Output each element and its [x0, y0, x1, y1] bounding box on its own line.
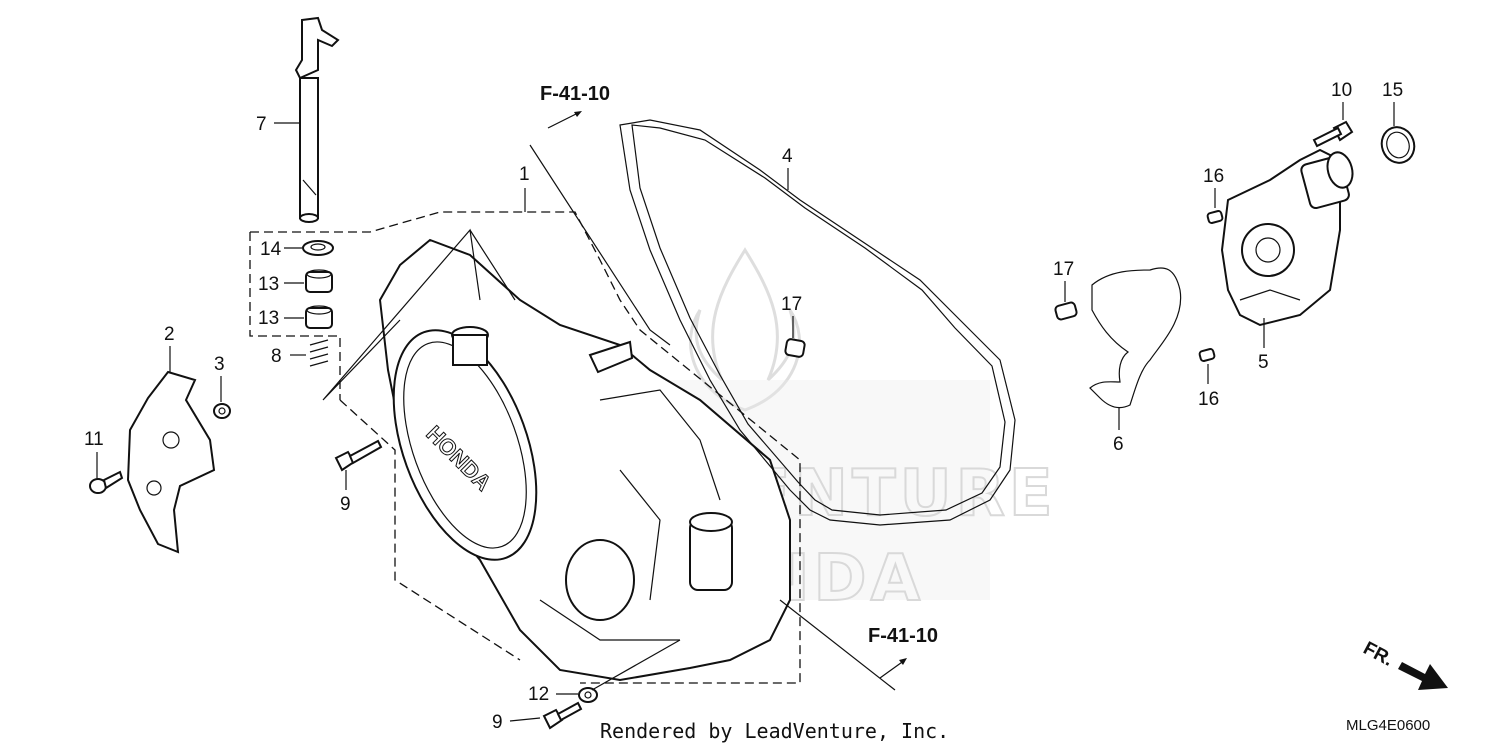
dowel-pin-part-17a[interactable]	[784, 338, 806, 358]
bolt-part-11[interactable]	[89, 470, 124, 494]
label-part-2: 2	[164, 324, 175, 345]
label-part-8: 8	[271, 346, 282, 367]
bolt-part-9a[interactable]	[334, 439, 383, 472]
front-arrow-icon	[1398, 662, 1448, 690]
label-part-4: 4	[782, 146, 793, 167]
seal-ring-part-6[interactable]	[1089, 267, 1182, 409]
label-part-3: 3	[214, 354, 225, 375]
label-part-15: 15	[1382, 80, 1403, 101]
water-pump-part-5[interactable]	[1220, 148, 1356, 327]
ref-callout-top[interactable]: F-41-10	[540, 83, 610, 105]
credit-text: Rendered by LeadVenture, Inc.	[600, 719, 949, 743]
label-part-5: 5	[1258, 352, 1269, 373]
watermark-flame-icon	[688, 247, 802, 412]
dowel-pin-part-16b[interactable]	[1198, 348, 1216, 362]
label-part-17a: 17	[781, 294, 802, 315]
label-part-13b: 13	[258, 308, 279, 329]
label-part-1: 1	[519, 164, 530, 185]
gasket-part-4[interactable]	[619, 119, 1016, 526]
o-ring-part-15[interactable]	[1377, 123, 1419, 168]
front-direction-indicator: FR.	[1360, 638, 1448, 690]
washer-part-3[interactable]	[213, 403, 231, 419]
diagram-code: MLG4E0600	[1346, 717, 1430, 734]
label-part-10: 10	[1331, 80, 1352, 101]
needle-bearing-part-13a[interactable]	[305, 269, 333, 293]
washer-part-12[interactable]	[578, 687, 598, 703]
label-part-11: 11	[84, 429, 104, 450]
dowel-pin-part-17b[interactable]	[1054, 301, 1078, 321]
guard-plate-part-2[interactable]	[126, 370, 216, 554]
front-label: FR.	[1360, 638, 1397, 671]
label-part-16b: 16	[1198, 389, 1219, 410]
oil-seal-part-14[interactable]	[302, 240, 334, 256]
label-part-9b: 9	[492, 712, 503, 733]
label-part-14: 14	[260, 239, 282, 260]
label-part-9a: 9	[340, 494, 351, 515]
label-part-16a: 16	[1203, 166, 1224, 187]
crankcase-cover-part-1[interactable]: HONDA	[366, 238, 791, 682]
spring-part-8[interactable]	[309, 339, 329, 367]
dowel-pin-part-16a[interactable]	[1206, 210, 1224, 224]
label-part-6: 6	[1113, 434, 1124, 455]
shift-shaft-part-7[interactable]	[294, 16, 340, 223]
bolt-part-9b[interactable]	[542, 701, 583, 730]
label-part-7: 7	[256, 114, 267, 135]
label-part-13a: 13	[258, 274, 279, 295]
ref-callout-bottom[interactable]: F-41-10	[868, 625, 938, 647]
needle-bearing-part-13b[interactable]	[305, 305, 333, 329]
label-part-17b: 17	[1053, 259, 1074, 280]
bolt-part-10[interactable]	[1312, 120, 1354, 148]
label-part-12: 12	[528, 684, 549, 705]
